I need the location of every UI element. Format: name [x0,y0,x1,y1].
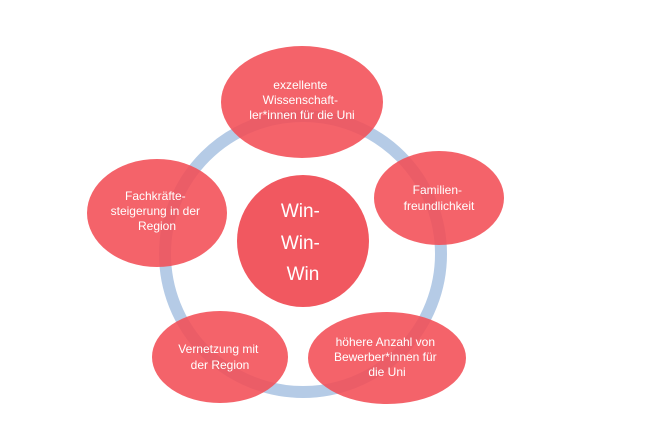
node-left-line: Fachkräfte- [125,189,186,203]
center-label: Win- Win- Win [281,201,325,285]
node-bottom-right: höhere Anzahl von Bewerber*innen für die… [308,312,466,404]
node-top-line: ler*innen für die Uni [249,108,354,122]
node-top-line: exzellente [273,78,327,92]
node-top-ellipse [221,46,383,158]
node-top-line: Wissenschaft- [263,93,338,107]
node-bottom-left-line: der Region [191,358,250,372]
node-left-ellipse [87,159,227,267]
node-bottom-left-line: Vernetzung mit [178,342,259,356]
node-right-ellipse [374,151,504,245]
node-bottom-left-label: Vernetzung mit der Region [178,342,261,372]
node-right-line: freundlichkeit [404,199,475,213]
node-bottom-right-ellipse [308,312,466,404]
center-node: Win- Win- Win [237,175,369,307]
node-right-label: Familien- freundlichkeit [404,183,475,213]
node-top: exzellente Wissenschaft- ler*innen für d… [221,46,383,158]
node-left-line: steigerung in der [111,204,200,218]
node-bottom-left-ellipse [152,311,288,403]
center-label-line: Win- [281,233,320,254]
node-left-label: Fachkräfte- steigerung in der Region [111,189,204,233]
node-bottom-left: Vernetzung mit der Region [152,311,288,403]
node-bottom-right-line: die Uni [368,365,405,379]
node-top-label: exzellente Wissenschaft- ler*innen für d… [249,78,354,122]
center-label-line: Win- [281,201,320,222]
center-circle [237,175,369,307]
center-label-line: Win [287,264,320,285]
node-right-line: Familien- [413,183,462,197]
node-bottom-right-label: höhere Anzahl von Bewerber*innen für die… [334,335,440,379]
node-bottom-right-line: höhere Anzahl von [336,335,435,349]
node-right: Familien- freundlichkeit [374,151,504,245]
node-bottom-right-line: Bewerber*innen für [334,350,437,364]
node-left-line: Region [138,219,176,233]
node-left: Fachkräfte- steigerung in der Region [87,159,227,267]
